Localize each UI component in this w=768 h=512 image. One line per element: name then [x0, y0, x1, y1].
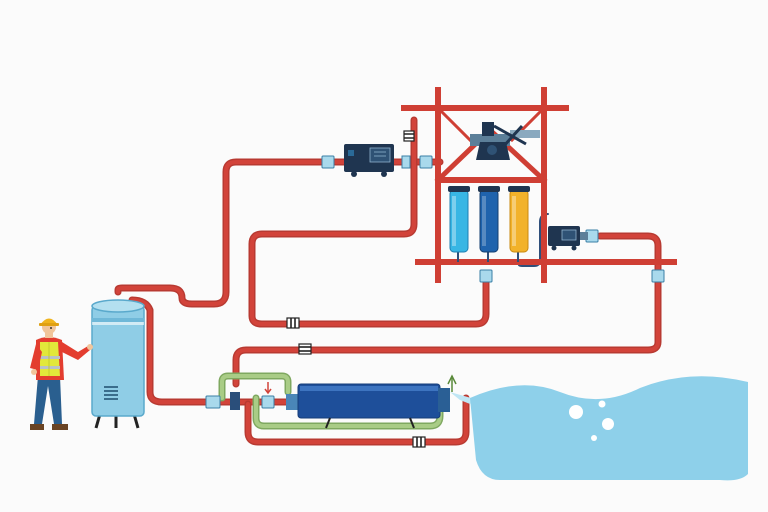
heat-exchanger[interactable] [286, 374, 457, 429]
storage-tank[interactable] [91, 299, 145, 429]
right-pump[interactable] [548, 226, 588, 251]
pump-icon [548, 226, 588, 251]
valve-icon [205, 395, 221, 409]
flange-coupling-icon [403, 130, 415, 142]
filter-cartridges [448, 186, 530, 262]
worker [30, 318, 93, 430]
filter-cartridge-icon [478, 186, 500, 262]
storage-tank-icon [91, 299, 145, 429]
flange-couplings [286, 130, 426, 448]
green-bypass-pipe [218, 372, 444, 430]
valves [205, 155, 665, 409]
valve-icon [419, 155, 433, 169]
top-pump[interactable] [344, 144, 394, 177]
flange-coupling-icon [412, 436, 426, 448]
flange-coupling-icon [286, 317, 300, 329]
pump-icon [470, 122, 540, 160]
pipe-right-pump-return [232, 232, 662, 388]
valve-icon [401, 155, 411, 169]
steel-frame [401, 87, 677, 283]
frame-motor-pump[interactable] [470, 122, 540, 160]
pump-icon [344, 144, 394, 177]
filter-cartridge-icon [508, 186, 530, 262]
valve-icon [321, 155, 335, 169]
filter-cartridge-icon [448, 186, 470, 262]
flange-coupling-icon [298, 343, 312, 355]
valve-icon [479, 269, 493, 283]
inline-valve-body [230, 382, 272, 410]
valve-icon [261, 395, 275, 409]
valve-icon [651, 269, 665, 283]
worker-icon [30, 318, 93, 430]
heat-exchanger-icon [286, 374, 457, 429]
water-body-icon [450, 376, 748, 481]
water-body [450, 376, 748, 481]
